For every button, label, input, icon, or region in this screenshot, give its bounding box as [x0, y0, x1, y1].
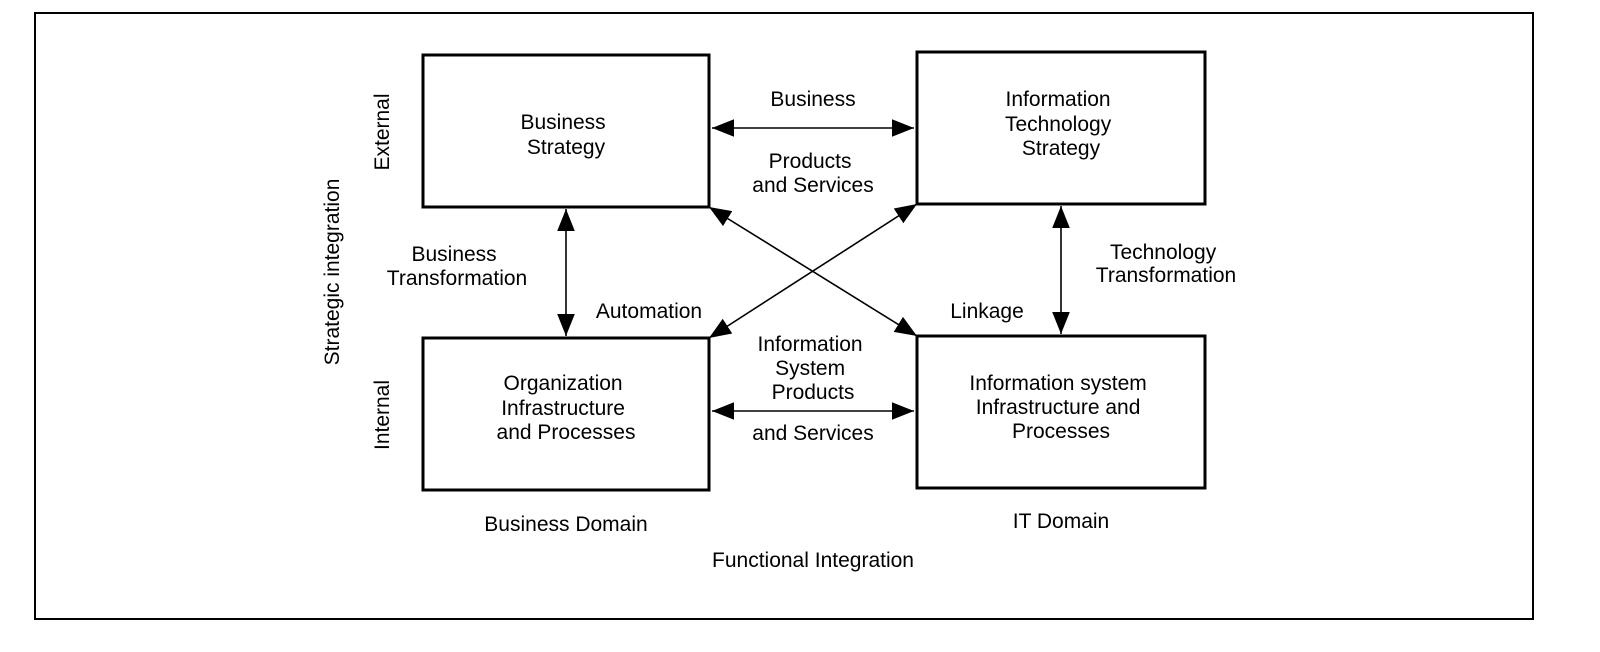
is-infrastructure-text: Information system Infrastructure and Pr…	[969, 372, 1152, 443]
business-domain-label: Business Domain	[484, 513, 647, 536]
and-services-label: and Services	[752, 422, 873, 445]
it-strategy-box	[915, 50, 1207, 206]
it-domain-label: IT Domain	[1013, 510, 1109, 533]
business-transformation-label: Business Transformation	[387, 243, 527, 290]
business-strategy-box	[421, 53, 711, 209]
org-infrastructure-box	[421, 336, 711, 492]
business-label: Business	[770, 88, 855, 111]
internal-label: Internal	[371, 380, 394, 450]
technology-transformation-label: Technology Transformation	[1096, 241, 1236, 287]
functional-integration-label: Functional Integration	[712, 549, 914, 572]
strategic-integration-label: Strategic integration	[321, 179, 344, 366]
external-label: External	[371, 93, 394, 170]
products-services-label: Products and Services	[752, 150, 873, 197]
business-strategy-text: Business Strategy	[520, 111, 611, 159]
it-strategy-text: Information Technology Strategy	[1005, 88, 1117, 160]
outer-frame	[34, 12, 1534, 620]
is-infrastructure-box	[915, 334, 1207, 490]
org-infrastructure-text: Organization Infrastructure and Processe…	[497, 372, 636, 444]
automation-diagonal-arrow	[708, 203, 918, 339]
automation-label: Automation	[596, 300, 702, 323]
linkage-label: Linkage	[950, 300, 1024, 323]
is-products-label: Information System Products	[758, 333, 869, 404]
